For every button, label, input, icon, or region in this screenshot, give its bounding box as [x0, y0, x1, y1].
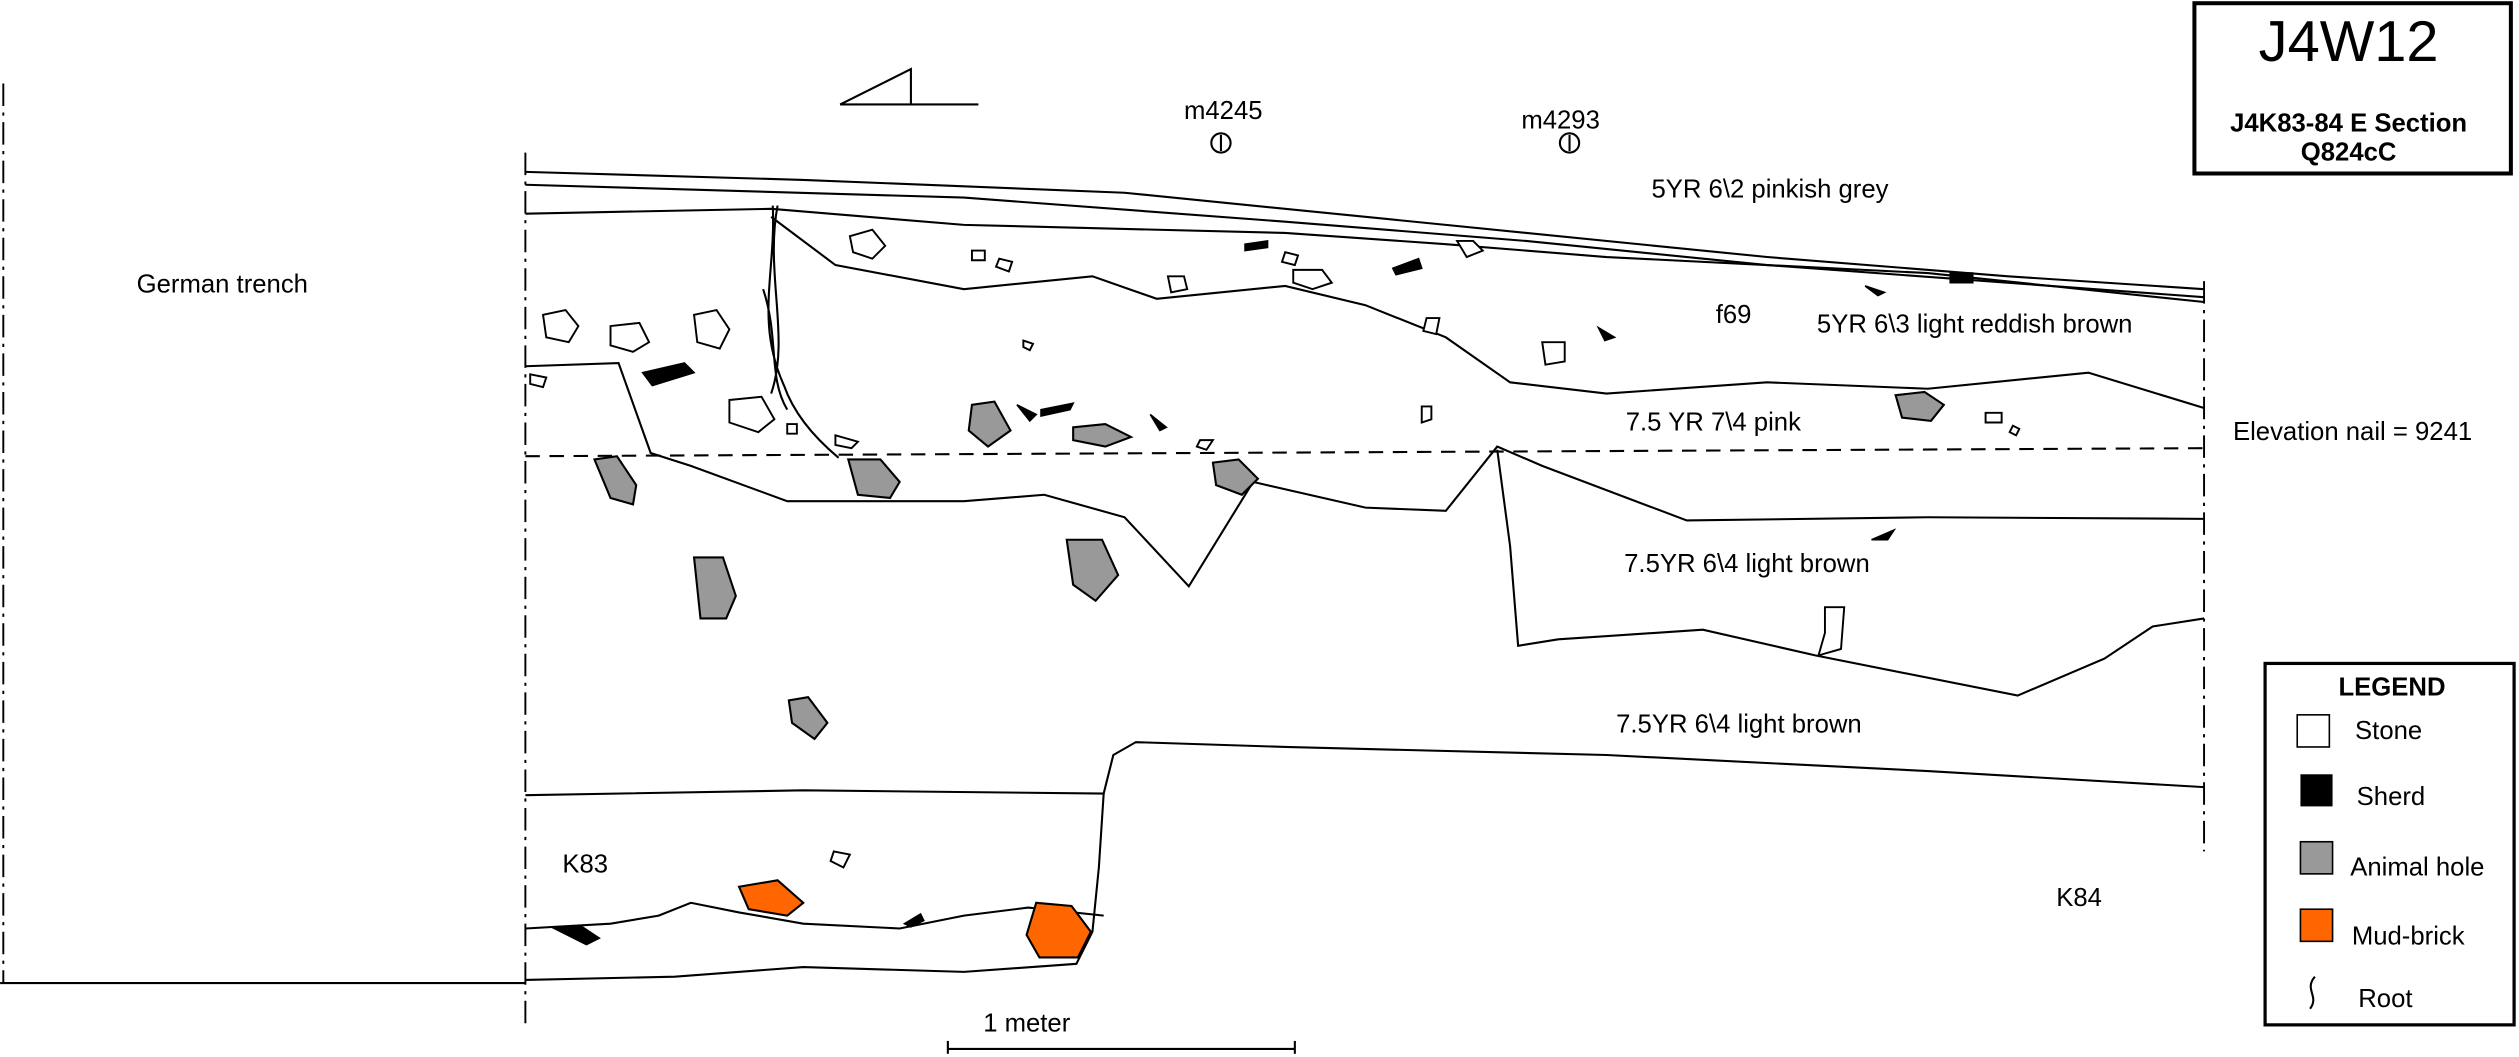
mud-brick-swatch: [2299, 908, 2334, 943]
label-elevation: Elevation nail = 9241: [2233, 418, 2472, 446]
label-f69: f69: [1716, 301, 1752, 329]
label-german-trench: German trench: [137, 270, 308, 298]
marker-m4245: m4245: [1184, 97, 1263, 154]
label-k84: K84: [2056, 884, 2102, 912]
section-marker-icon: [1210, 132, 1232, 154]
north-arrow-icon: [839, 67, 979, 106]
stones: [529, 228, 2021, 869]
svg-text:Root: Root: [2358, 985, 2412, 1013]
section-marker-icon: [1558, 132, 1581, 154]
svg-text:Mud-brick: Mud-brick: [2352, 923, 2465, 951]
svg-text:Animal hole: Animal hole: [2350, 853, 2484, 881]
sherd-swatch: [2300, 774, 2333, 807]
stone-swatch: [2296, 714, 2331, 748]
label-layer5: 7.5YR 6\4 light brown: [1616, 711, 1862, 739]
label-layer3: 7.5 YR 7\4 pink: [1626, 409, 1801, 437]
legend: LEGEND Stone Sherd Animal hole Mud-brick…: [2263, 661, 2516, 1027]
svg-text:Sherd: Sherd: [2357, 783, 2426, 811]
svg-text:m4293: m4293: [1521, 107, 1600, 135]
svg-text:1 meter: 1 meter: [983, 1009, 1071, 1037]
label-layer4: 7.5YR 6\4 light brown: [1624, 550, 1870, 578]
legend-title: LEGEND: [2338, 674, 2445, 702]
animal-holes: [592, 390, 1946, 741]
sherds: [551, 240, 1974, 946]
label-k83: K83: [562, 850, 608, 878]
mud-bricks: [737, 879, 1093, 959]
title-code: J4W12: [2259, 10, 2439, 74]
title-locus: Q824cC: [2301, 139, 2397, 167]
label-layer2: 5YR 6\3 light reddish brown: [1817, 311, 2133, 339]
svg-text:Stone: Stone: [2355, 717, 2422, 745]
title-section: J4K83-84 E Section: [2230, 110, 2467, 138]
elevation-datum-line: [525, 447, 2205, 458]
label-layer1: 5YR 6\2 pinkish grey: [1651, 176, 1888, 204]
marker-m4293: m4293: [1521, 107, 1600, 154]
title-block: J4W12 J4K83-84 E Section Q824cC: [2192, 1, 2513, 176]
stratigraphy-lines: [525, 170, 2205, 981]
scale-bar: 1 meter: [946, 1009, 1296, 1054]
root-feature: [762, 205, 840, 459]
animal-hole-swatch: [2299, 840, 2334, 875]
svg-text:m4245: m4245: [1184, 97, 1263, 125]
root-icon: [2309, 975, 2316, 1010]
